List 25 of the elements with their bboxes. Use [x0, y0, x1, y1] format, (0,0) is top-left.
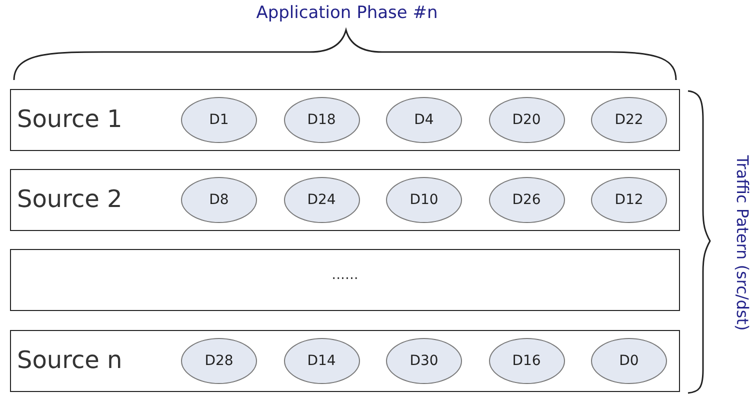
row-box — [10, 330, 680, 392]
row-box — [10, 249, 680, 311]
destination-ellipse: D12 — [591, 177, 667, 223]
diagram-title: Application Phase #n — [255, 3, 439, 23]
destination-ellipse: D20 — [488, 97, 564, 143]
destination-ellipse: D0 — [591, 338, 667, 384]
destination-ellipse: D30 — [386, 338, 462, 384]
destination-ellipse: D28 — [181, 338, 257, 384]
ellipsis-text: ...... — [330, 266, 360, 285]
row-label: Source 1 — [17, 104, 122, 135]
axis-label: Traffic Patern (src/dst) — [732, 154, 753, 333]
destination-ellipse: D8 — [181, 177, 257, 223]
row-box — [10, 169, 680, 231]
row-box — [10, 89, 680, 151]
destination-ellipse: D26 — [488, 177, 564, 223]
destination-ellipse: D14 — [284, 338, 360, 384]
destination-ellipse: D4 — [386, 97, 462, 143]
row-label: Source n — [17, 345, 122, 376]
destination-ellipse: D1 — [181, 97, 257, 143]
destination-ellipse: D16 — [488, 338, 564, 384]
row-label: Source 2 — [17, 184, 122, 215]
destination-ellipse: D10 — [386, 177, 462, 223]
destination-ellipse: D18 — [284, 97, 360, 143]
destination-ellipse: D24 — [284, 177, 360, 223]
destination-ellipse: D22 — [591, 97, 667, 143]
